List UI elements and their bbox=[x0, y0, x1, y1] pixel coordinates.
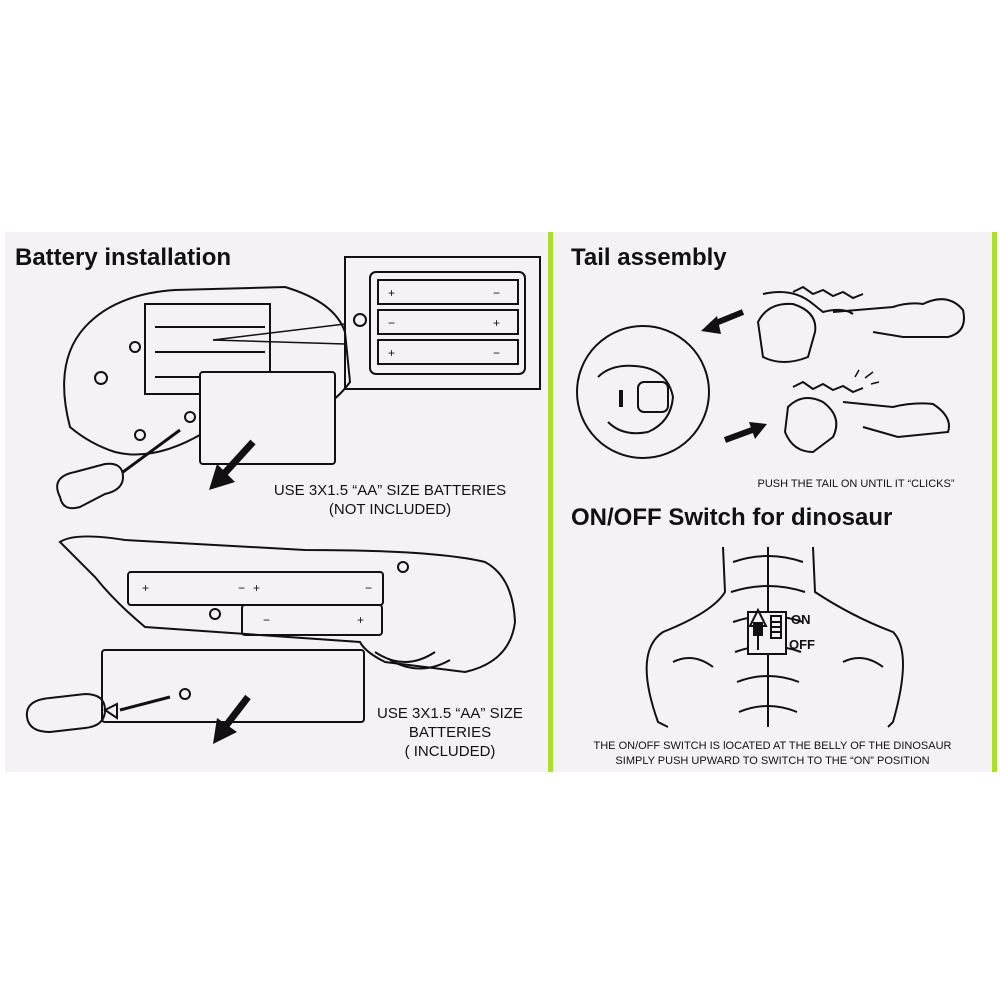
battery-note2-line-2: BATTERIES bbox=[408, 724, 492, 741]
tail-title: Tail assembly bbox=[571, 244, 727, 271]
hand-upper-right bbox=[832, 298, 965, 338]
screwdriver-handle-2 bbox=[25, 692, 107, 734]
switch-caption: THE ON/OFF SWITCH IS lOCATED AT THE BELL… bbox=[553, 739, 992, 769]
right-accent-border bbox=[992, 232, 997, 772]
arrow-remove-bottom-cover bbox=[222, 694, 251, 730]
screw-hole bbox=[94, 371, 108, 385]
switch-caption-line-2: SIMPLY PUSH UPWARD TO SWITCH TO THE “ON”… bbox=[615, 755, 930, 767]
switch-caption-line-1: THE ON/OFF SWITCH IS lOCATED AT THE BELL… bbox=[593, 740, 952, 752]
battery-panel: Battery installation bbox=[5, 232, 548, 772]
instruction-sheet: Battery installation bbox=[5, 232, 997, 772]
svg-text:+: + bbox=[142, 581, 149, 595]
panel-divider bbox=[548, 232, 553, 772]
battery-inset-frame bbox=[344, 256, 541, 390]
switch-on-label: ON bbox=[791, 612, 811, 627]
svg-text:+: + bbox=[388, 286, 395, 300]
svg-text:+: + bbox=[388, 346, 395, 360]
svg-text:−: − bbox=[263, 613, 270, 627]
tail-caption: PUSH THE TAIL ON UNTIL IT “CLICKS” bbox=[757, 478, 955, 490]
battery-holder-inset bbox=[369, 271, 526, 375]
battery-illustrations: +− −+ +− bbox=[25, 256, 541, 744]
dino-body-left bbox=[645, 546, 727, 728]
battery-note-included: USE 3X1.5 “AA” SIZE BATTERIES ( INCLUDED… bbox=[360, 704, 540, 761]
svg-text:−: − bbox=[493, 286, 500, 300]
svg-text:−: − bbox=[388, 316, 395, 330]
battery-note2-line-3: ( INCLUDED) bbox=[404, 743, 496, 760]
battery-cover bbox=[199, 371, 336, 465]
hand-lower-left bbox=[783, 397, 838, 454]
battery-note-not-included: USE 3X1.5 “AA” SIZE BATTERIES (NOT INCLU… bbox=[240, 481, 540, 519]
switch-off-label: OFF bbox=[789, 637, 815, 652]
svg-text:+: + bbox=[357, 613, 364, 627]
battery-note-line-1: USE 3X1.5 “AA” SIZE BATTERIES bbox=[273, 482, 507, 499]
svg-text:+: + bbox=[493, 316, 500, 330]
hand-lower-right bbox=[842, 401, 950, 439]
battery-title: Battery installation bbox=[15, 244, 232, 271]
arrow-remove-cover bbox=[220, 439, 256, 478]
tail-connector-closeup bbox=[576, 325, 710, 459]
right-panel: Tail assembly bbox=[553, 232, 992, 772]
battery-note2-line-1: USE 3X1.5 “AA” SIZE bbox=[377, 705, 523, 722]
svg-text:+: + bbox=[253, 581, 260, 595]
arrow-push-right bbox=[723, 426, 757, 443]
toy-belly-outline bbox=[58, 535, 517, 674]
screwdriver-shaft bbox=[122, 428, 181, 474]
battery-note-line-2: (NOT INCLUDED) bbox=[328, 501, 452, 518]
hand-upper-left bbox=[756, 302, 817, 363]
screwdriver-handle bbox=[56, 462, 125, 510]
tail-illustrations bbox=[576, 285, 965, 728]
svg-text:−: − bbox=[493, 346, 500, 360]
switch-title: ON/OFF Switch for dinosaur bbox=[571, 504, 893, 531]
bottom-battery-slot-2 bbox=[241, 604, 383, 636]
dino-body-right bbox=[812, 546, 904, 728]
svg-text:−: − bbox=[365, 581, 372, 595]
svg-text:−: − bbox=[238, 581, 245, 595]
